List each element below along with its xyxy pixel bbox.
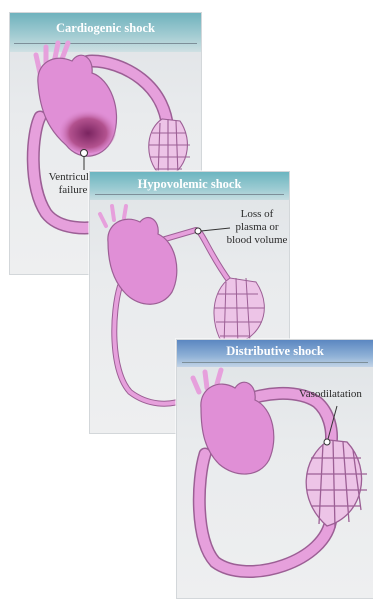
distributive-panel: Distributive shock Vasodilatation (176, 339, 373, 599)
capillary-bed (306, 440, 367, 528)
heart (100, 206, 177, 304)
capillary-bed (214, 278, 264, 346)
hypovolemic-annotation: Loss of plasma or blood volume (226, 208, 288, 247)
distributive-annotation: Vasodilatation (299, 388, 373, 401)
distributive-diagram (177, 340, 373, 599)
